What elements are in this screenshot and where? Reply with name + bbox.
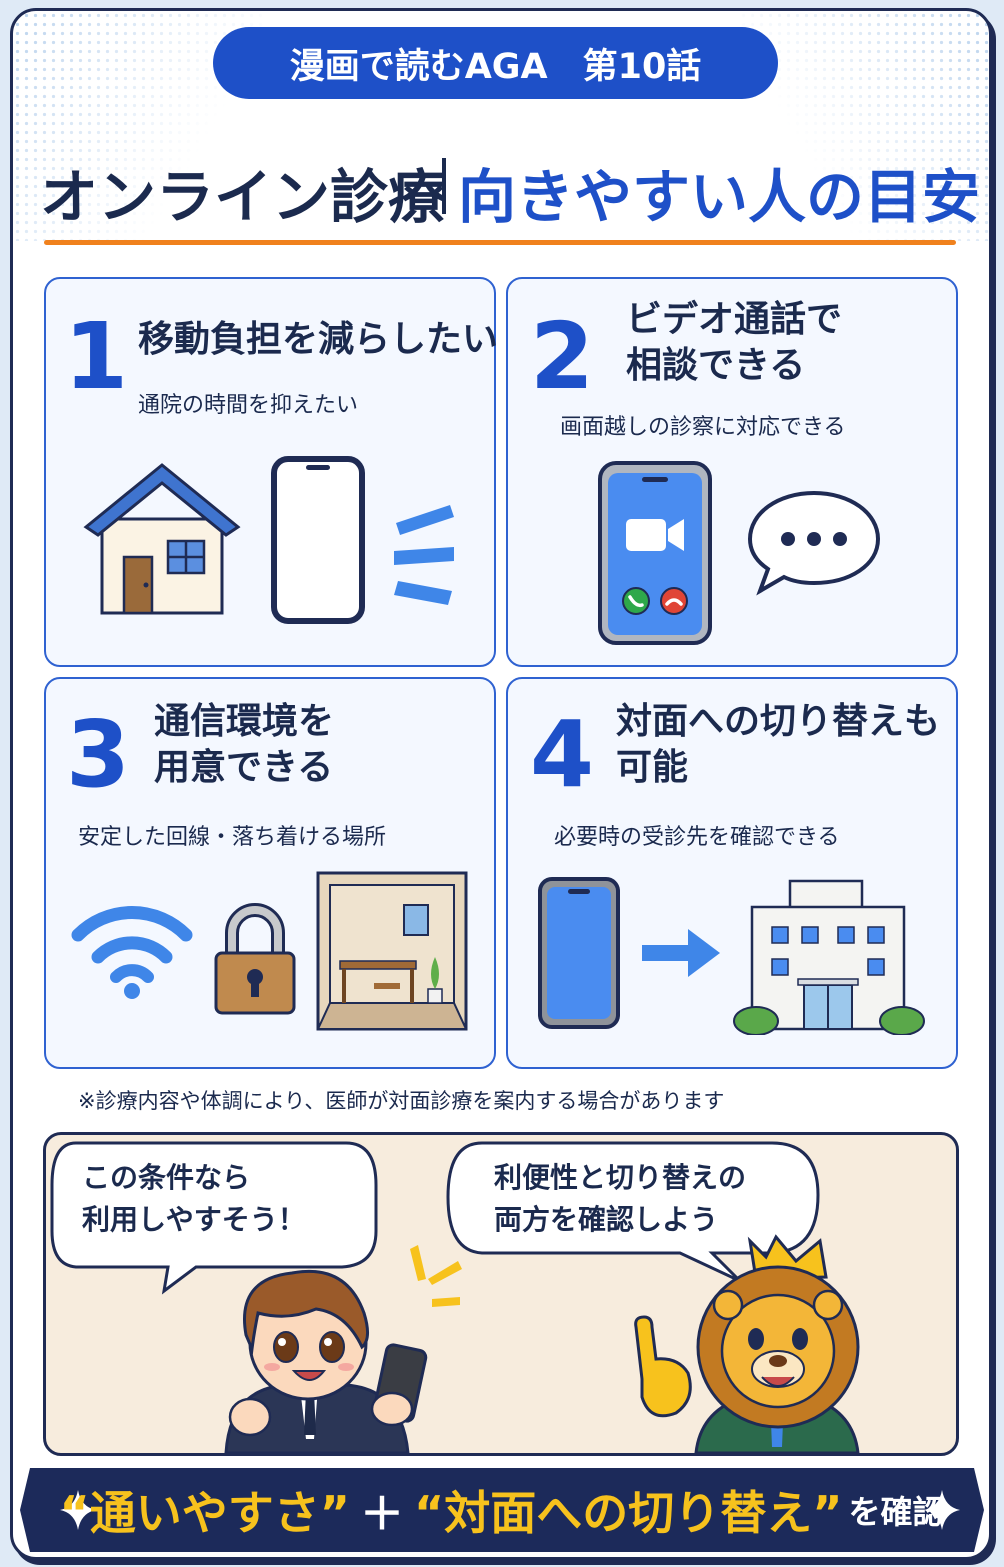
card-number: 2 [530,303,595,410]
hospital-icon [733,879,925,1035]
smartphone-icon [271,456,365,624]
speech-bubble-icon [747,490,881,596]
speech-bubble-left [50,1141,378,1295]
sparkle-icon [924,1490,960,1530]
card-subtitle: 安定した回線・落ち着ける場所 [78,825,387,850]
card-4: 4 対面への切り替えも 可能 必要時の受診先を確認できる [506,677,958,1069]
card-heading-line: 対面への切り替えも [616,701,941,742]
arrow-right-icon [642,929,720,977]
card-heading-line: ビデオ通話で [626,299,843,340]
card-heading-line: 通信環境を [154,701,335,742]
private-room-icon [316,871,468,1031]
main-title-right: 向きやすい人の目安 [458,163,981,231]
motion-lines-icon [394,505,454,605]
sparkle-icon [60,1490,96,1530]
video-call-phone-icon [598,461,712,645]
speech-text-right: 利便性と切り替えの 両方を確認しよう [494,1157,746,1241]
banner-part-1: “通いやすさ” [59,1486,350,1540]
speech-text-left: この条件なら 利用しやすそう！ [82,1157,306,1241]
card-heading: 対面への切り替えも 可能 [616,699,940,791]
card-1: 1 移動負担を減らしたい 通院の時間を抑えたい [44,277,499,667]
businessman-character [224,1245,462,1453]
card-number: 1 [64,303,129,410]
card-heading-line: 用意できる [154,747,334,788]
card-number: 4 [530,701,595,808]
main-title: オンライン診療 向きやすい人の目安 [30,150,980,231]
card-heading-line: 相談できる [626,345,806,386]
banner-plus: ＋ [359,1489,404,1540]
padlock-icon [214,903,296,1015]
banner-part-2: “対面への切り替え” [413,1486,843,1540]
lion-mascot-character [634,1234,860,1453]
halftone-decoration [739,11,989,241]
summary-banner: “通いやすさ” ＋ “対面への切り替え” を確認 [20,1468,984,1552]
disclaimer-note: ※診療内容や体調により、医師が対面診療を案内する場合があります [78,1089,725,1113]
card-3: 3 通信環境を 用意できる 安定した回線・落ち着ける場所 [44,677,496,1069]
house-icon [83,463,241,615]
card-heading: ビデオ通話で 相談できる [626,297,842,389]
card-subtitle: 必要時の受診先を確認できる [554,825,840,850]
banner-suffix: を確認 [848,1493,945,1531]
speech-line: 両方を確認しよう [494,1203,719,1236]
speech-line: この条件なら [82,1161,251,1194]
wifi-icon [71,906,193,999]
smartphone-icon [538,877,620,1029]
title-underline [44,240,956,245]
series-title-badge: 漫画で読むAGA 第10話 [213,27,778,99]
speech-line: 利用しやすそう！ [82,1203,306,1236]
banner-text: “通いやすさ” ＋ “対面への切り替え” を確認 [20,1468,984,1552]
comic-panel: この条件なら 利用しやすそう！ 利便性と切り替えの 両方を確認しよう [43,1132,959,1456]
speech-bubble-right [446,1141,820,1283]
card-heading: 通信環境を 用意できる [154,699,334,791]
title-divider [442,158,446,214]
main-title-left: オンライン診療 [40,163,447,231]
card-subtitle: 画面越しの診察に対応できる [560,415,846,440]
card-number: 3 [66,701,131,808]
speech-line: 利便性と切り替えの [494,1161,747,1194]
card-heading-line: 可能 [616,747,689,788]
card-2: 2 ビデオ通話で 相談できる 画面越しの診察に対応できる [506,277,958,667]
card-heading: 移動負担を減らしたい [138,319,499,360]
card-subtitle: 通院の時間を抑えたい [138,393,359,418]
